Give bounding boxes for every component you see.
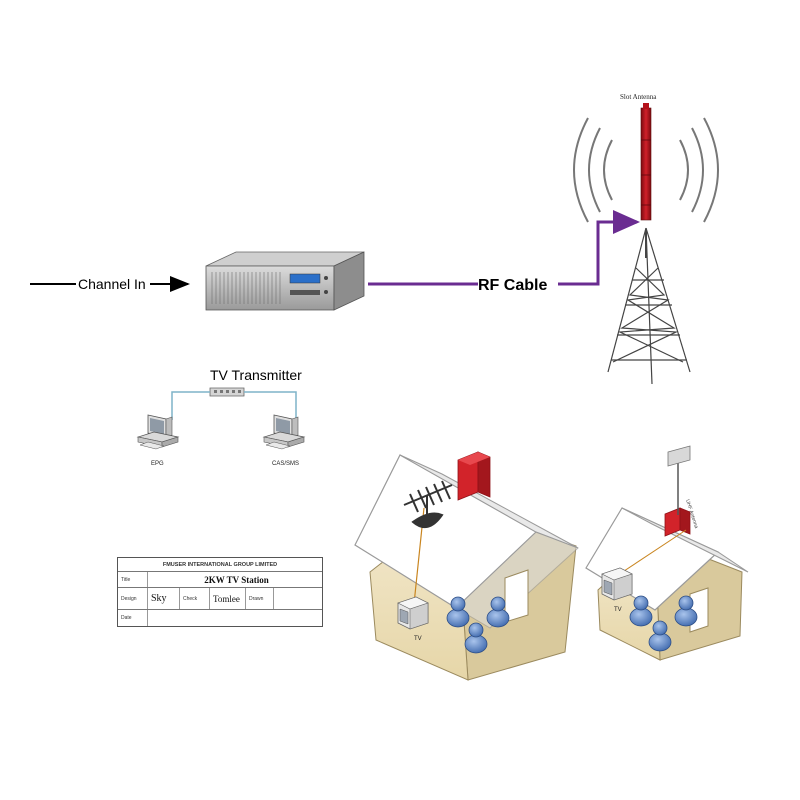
house-right [585,507,749,661]
lattice-tower [607,227,691,385]
yagi-antenna-icon [403,480,453,529]
uhf-antenna-icon [667,445,691,515]
network-switch [209,387,245,397]
tv-right-label: TV [614,607,622,613]
tv-transmitter-unit [205,251,365,311]
title-label: Title [118,572,148,587]
drawn-value [274,588,322,609]
house-left [354,451,579,681]
title-block: FMUSER INTERNATIONAL GROUP LIMITED Title… [117,557,323,627]
rf-cable [368,210,640,286]
design-label: Design [118,588,148,609]
title-value: 2KW TV Station [204,574,269,585]
epg-computer-icon [137,414,179,450]
rf-cable-label: RF Cable [478,277,547,294]
date-label: Date [118,610,148,626]
design-row: Design Sky Check Tomlee Drawn [118,588,322,610]
tv-right-icon [601,567,633,601]
tv-transmitter-label: TV Transmitter [210,367,302,383]
radio-waves-icon [573,117,719,223]
channel-in-arrow [30,274,190,294]
title-row: Title 2KW TV Station [118,572,322,588]
cas-sms-computer-icon [263,414,305,450]
check-label: Check [180,588,210,609]
check-value: Tomlee [210,588,246,609]
lan-cables [171,391,297,420]
date-value [148,610,322,626]
design-value: Sky [148,588,180,609]
date-row: Date [118,610,322,626]
tv-left-icon [397,596,429,630]
company-name: FMUSER INTERNATIONAL GROUP LIMITED [162,561,278,568]
lcd-display [289,273,321,284]
drawn-label: Drawn [246,588,274,609]
slot-antenna [640,103,652,221]
channel-in-label: Channel In [78,276,146,292]
cas-sms-label: CAS/SMS [272,461,299,467]
epg-label: EPG [151,461,164,467]
title-block-header: FMUSER INTERNATIONAL GROUP LIMITED [118,558,322,572]
slot-antenna-label: Slot Antenna [620,93,657,101]
tv-left-label: TV [414,636,422,642]
